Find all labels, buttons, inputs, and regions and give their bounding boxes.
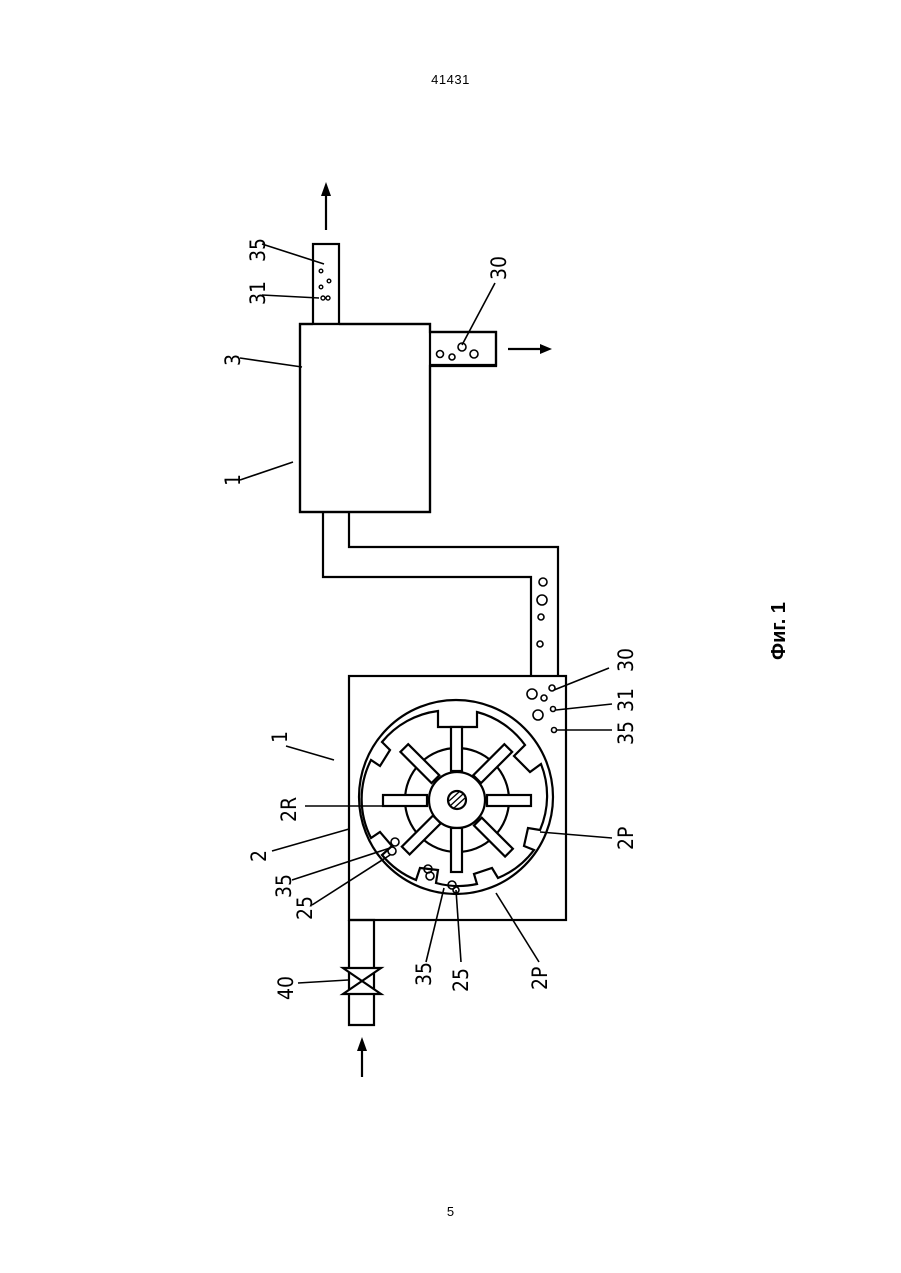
label-31-top: 31	[246, 281, 270, 305]
label-35-a: 35	[272, 874, 296, 898]
top-outlet-pipe	[313, 244, 339, 324]
inlet-arrow-icon	[357, 1037, 367, 1077]
label-3: 3	[221, 354, 245, 366]
label-2P-bottom: 2P	[528, 967, 552, 990]
label-2R: 2R	[277, 797, 301, 822]
figure-caption: Фиг. 1	[768, 602, 790, 660]
label-25-b: 25	[449, 968, 473, 992]
label-25-a: 25	[293, 896, 317, 920]
right-arrow-icon	[508, 344, 552, 354]
label-30-right: 30	[614, 648, 638, 672]
connecting-pipe	[323, 512, 558, 676]
top-arrow-icon	[321, 182, 331, 230]
pipe-bubbles	[537, 578, 547, 647]
label-35-b: 35	[412, 962, 436, 986]
label-40: 40	[274, 976, 298, 1000]
label-30-top: 30	[487, 256, 511, 280]
shaft-icon	[448, 791, 466, 809]
label-1-left: 1	[268, 731, 292, 743]
label-1-top: 1	[221, 474, 245, 486]
label-31-right: 31	[614, 688, 638, 712]
page-number: 5	[0, 1204, 901, 1219]
label-2: 2	[247, 850, 271, 862]
label-35-top: 35	[246, 238, 270, 262]
label-2P-right: 2P	[614, 827, 638, 850]
label-35-right: 35	[614, 721, 638, 745]
separator-vessel	[300, 324, 496, 512]
